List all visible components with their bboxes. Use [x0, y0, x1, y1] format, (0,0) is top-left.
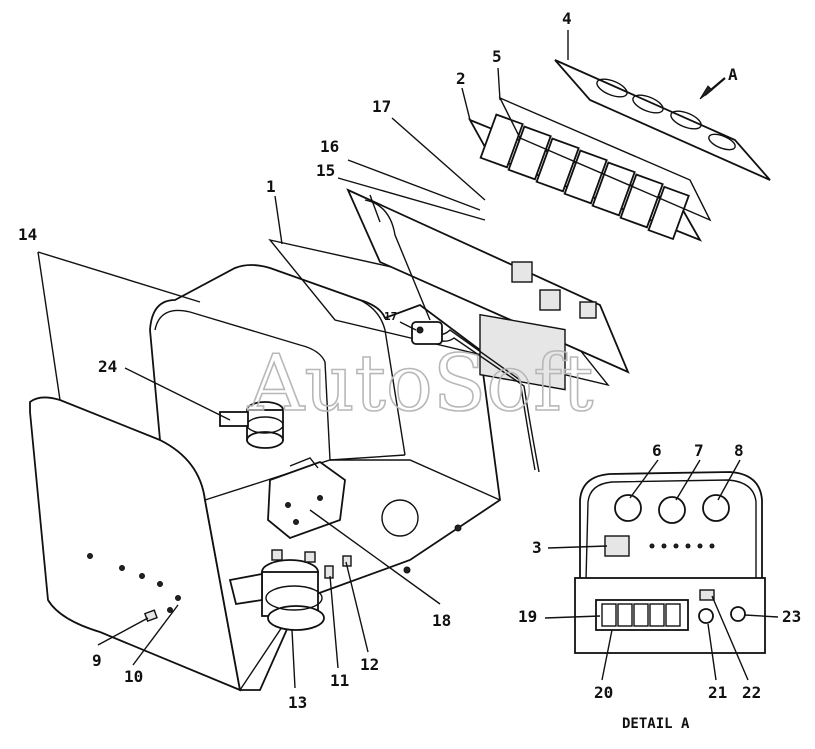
callout-10: 10 — [124, 667, 143, 686]
callout-21: 21 — [708, 683, 727, 702]
watermark: AutoSoft — [247, 339, 593, 429]
callout-24: 24 — [98, 357, 117, 376]
callout-18: 18 — [432, 611, 451, 630]
component-18 — [267, 457, 346, 540]
callout-5: 5 — [492, 47, 502, 66]
callout-16: 16 — [320, 137, 339, 156]
callout-19: 19 — [518, 607, 537, 626]
callout-12: 12 — [360, 655, 379, 674]
callout-1: 1 — [266, 177, 276, 196]
callout-7: 7 — [694, 441, 704, 460]
detail-caption: DETAIL A — [622, 716, 690, 732]
callout-13: 13 — [288, 693, 307, 712]
callouts: 4 5 2 17 16 15 1 14 24 17 18 9 10 13 11 … — [18, 9, 801, 712]
callout-14: 14 — [18, 225, 37, 244]
callout-17-mid: 17 — [384, 310, 397, 323]
component-13 — [228, 549, 352, 631]
detail-a-box — [574, 471, 766, 654]
front-panel-4 — [554, 59, 771, 181]
leader-lines — [37, 30, 779, 689]
callout-6: 6 — [652, 441, 662, 460]
plate-5 — [498, 96, 712, 222]
callout-23: 23 — [782, 607, 801, 626]
callout-9: 9 — [92, 651, 102, 670]
callout-4: 4 — [562, 9, 572, 28]
switch-rail-2 — [467, 113, 703, 242]
circuit-board — [346, 188, 630, 473]
callout-8: 8 — [734, 441, 744, 460]
callout-15: 15 — [316, 161, 335, 180]
callout-17-top: 17 — [372, 97, 391, 116]
view-arrow — [699, 77, 726, 100]
callout-11: 11 — [330, 671, 349, 690]
callout-3: 3 — [532, 538, 542, 557]
callout-2: 2 — [456, 69, 466, 88]
callout-22: 22 — [742, 683, 761, 702]
component-24 — [219, 401, 284, 449]
view-marker-a: A — [728, 65, 738, 84]
callout-20: 20 — [594, 683, 613, 702]
